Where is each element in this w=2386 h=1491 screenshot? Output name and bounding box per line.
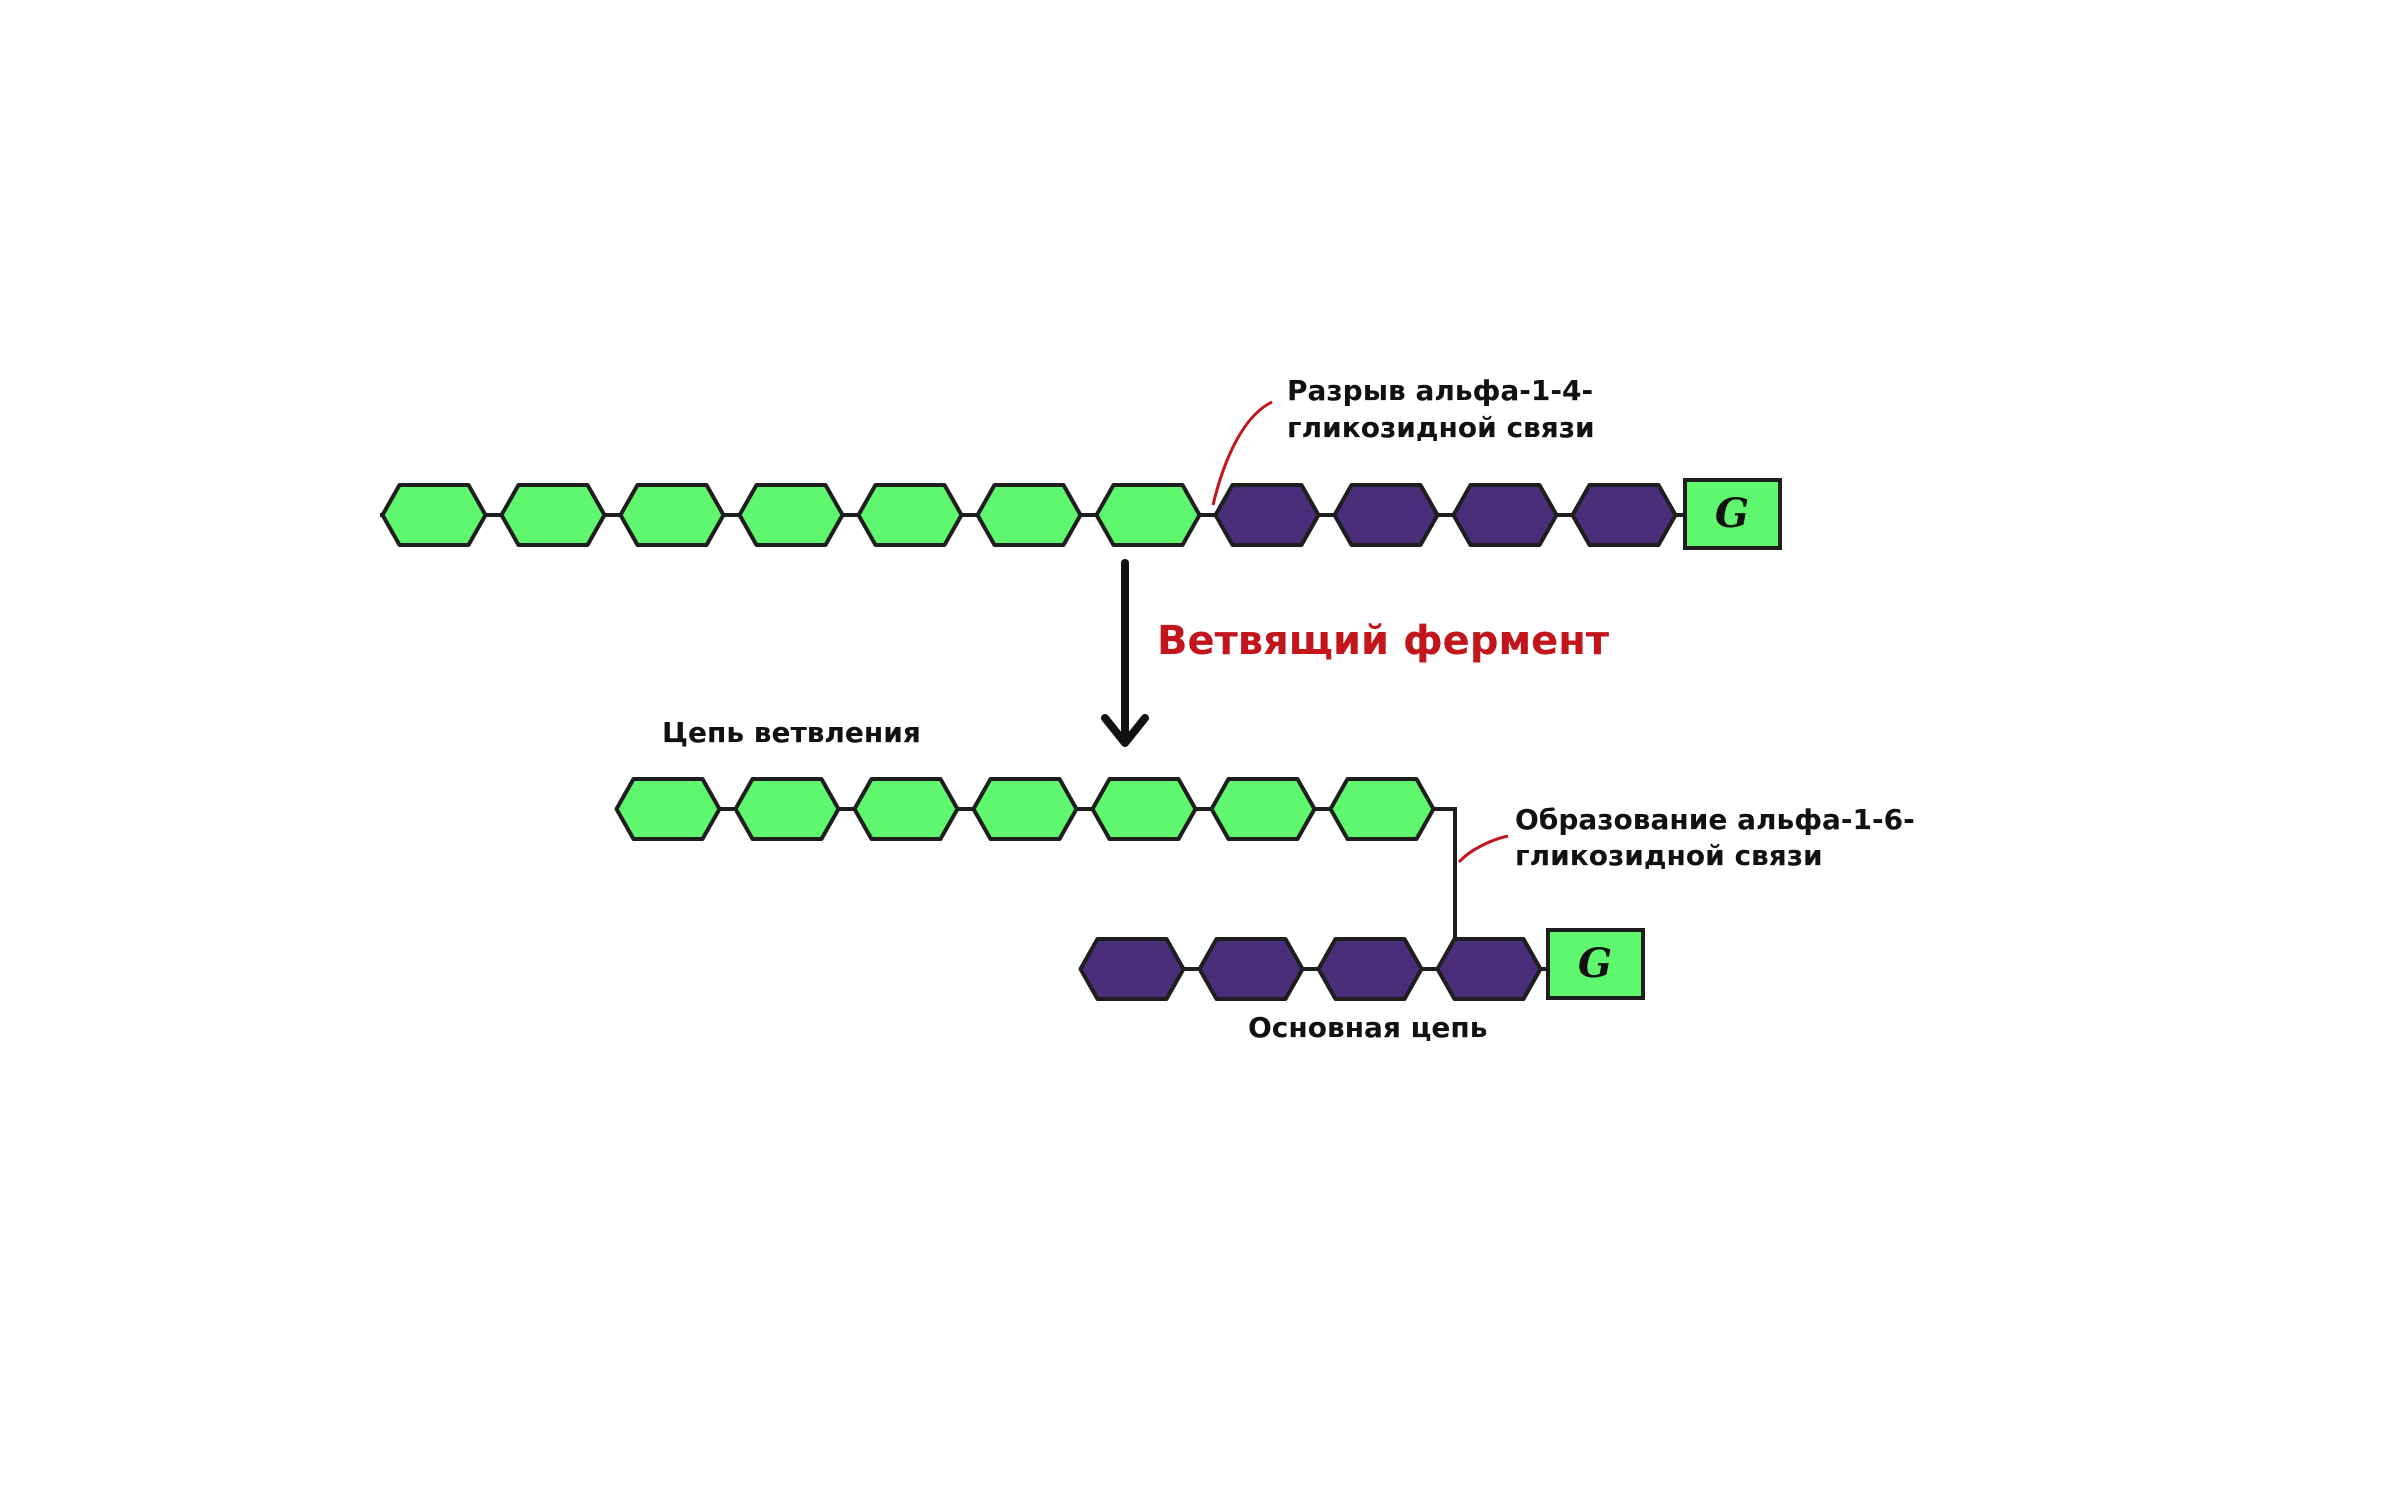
break-pointer-line: [1211, 400, 1273, 506]
glycogenin-box-top: [1683, 478, 1782, 550]
glucose-unit-green: [856, 483, 964, 547]
branch-chain: [614, 777, 1457, 940]
glucose-unit-purple: [1078, 937, 1186, 1001]
glucose-unit-green: [499, 483, 607, 547]
glycogenin-box-bottom: [1546, 928, 1645, 1000]
main-chain-units: [1078, 937, 1543, 1001]
alpha-1-6-link: [1440, 807, 1457, 940]
glucose-unit-purple: [1570, 483, 1678, 547]
main-chain: G: [1078, 928, 1645, 1001]
top-chain: G: [380, 478, 1782, 550]
glucose-unit-purple: [1213, 483, 1321, 547]
glycogenin-label-top: G: [1715, 490, 1749, 537]
glucose-unit-green: [614, 777, 722, 841]
glucose-unit-green: [737, 483, 845, 547]
break-label-line2: гликозидной связи: [1287, 411, 1595, 444]
glucose-unit-green: [1328, 777, 1436, 841]
glucose-unit-purple: [1332, 483, 1440, 547]
enzyme-arrow: [1101, 559, 1149, 747]
formation-label-line1: Образование альфа-1-6-: [1515, 803, 1915, 836]
enzyme-label: Ветвящий фермент: [1157, 618, 1610, 664]
glucose-unit-green: [1090, 777, 1198, 841]
break-label-line1: Разрыв альфа-1-4-: [1287, 374, 1593, 407]
branch-chain-units: [614, 777, 1436, 841]
top-chain-units: [380, 483, 1678, 547]
glucose-unit-green: [1094, 483, 1202, 547]
glucose-unit-green: [380, 483, 488, 547]
glycogenin-label-bottom: G: [1578, 940, 1612, 987]
glucose-unit-purple: [1451, 483, 1559, 547]
formation-pointer-line: [1457, 834, 1509, 864]
branch-chain-label: Цепь ветвления: [662, 716, 921, 749]
glucose-unit-purple: [1197, 937, 1305, 1001]
glucose-unit-green: [971, 777, 1079, 841]
glucose-unit-green: [733, 777, 841, 841]
glucose-unit-purple: [1316, 937, 1424, 1001]
formation-label-line2: гликозидной связи: [1515, 839, 1823, 872]
glucose-unit-green: [1209, 777, 1317, 841]
glucose-unit-green: [852, 777, 960, 841]
glucose-unit-purple: [1435, 937, 1543, 1001]
glucose-unit-green: [618, 483, 726, 547]
main-chain-label: Основная цепь: [1248, 1011, 1487, 1044]
glucose-unit-green: [975, 483, 1083, 547]
